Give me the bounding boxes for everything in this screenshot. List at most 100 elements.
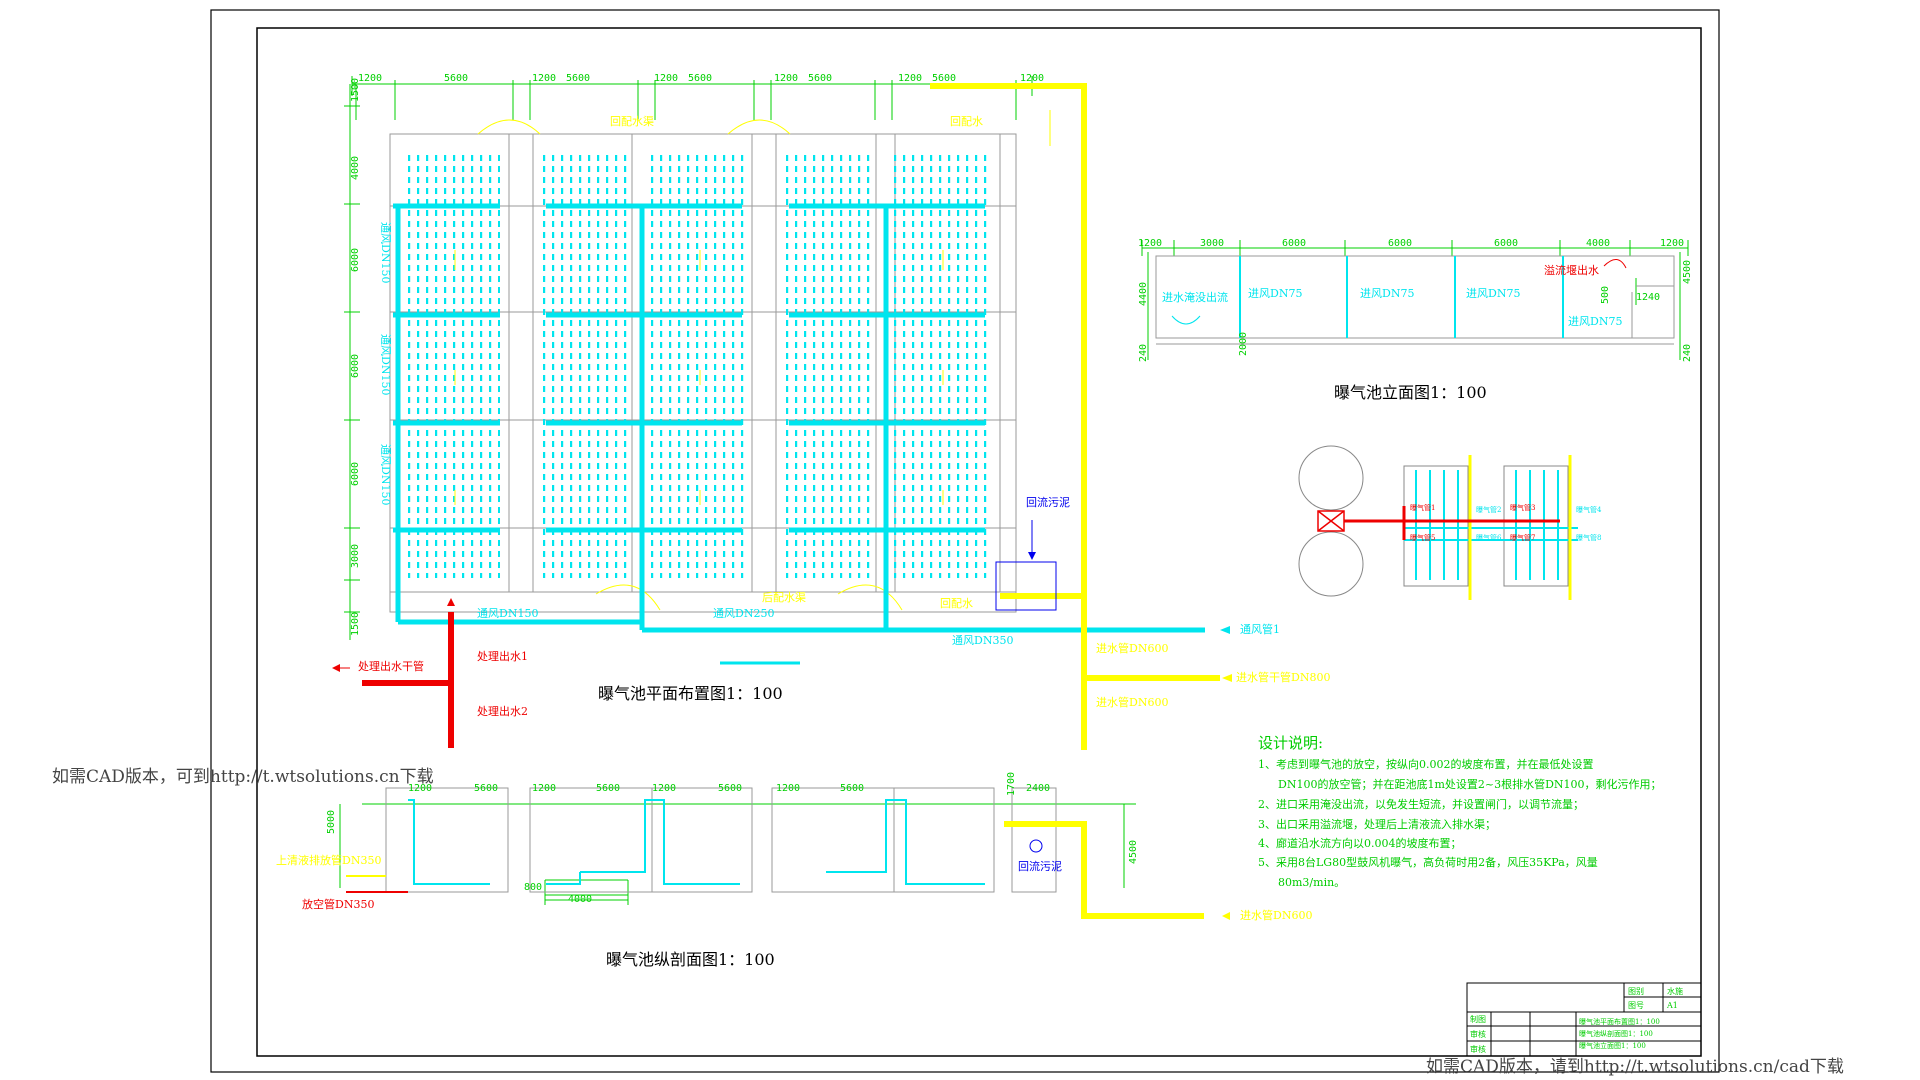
- tb-top-right-1-1: A1: [1666, 1001, 1678, 1010]
- tb-drawing-name-2: 曝气池立面图1：100: [1579, 1041, 1646, 1050]
- tb-top-right-1-0: 图号: [1628, 1001, 1644, 1010]
- blower-label-7: 曝气管8: [1576, 533, 1601, 542]
- water-pipes: [930, 83, 1220, 750]
- watermark-bottom: 如需CAD版本，请到http://t.wtsolutions.cn/cad下载: [1426, 1057, 1844, 1077]
- tb-row-left-2: 审核: [1470, 1044, 1486, 1054]
- section-dim-3: 5600: [596, 783, 620, 794]
- section-dim-1: 5600: [474, 783, 498, 794]
- elev-dim-5: 4000: [1586, 238, 1610, 249]
- plan-label-outlet-1: 处理出水1: [477, 649, 528, 663]
- notes-item-0: 1、考虑到曝气池的放空，按纵向0.002的坡度布置，并在最低处设置: [1258, 757, 1594, 771]
- elevation-title: 曝气池立面图1：100: [1334, 383, 1487, 402]
- plan-label-air-dn250: 通风DN250: [713, 607, 774, 620]
- plan-dim-top-4: 1200: [654, 73, 678, 84]
- elev-dim-0: 1200: [1138, 238, 1162, 249]
- tb-top-right-0-0: 图别: [1628, 987, 1644, 996]
- notes-title: 设计说明:: [1258, 734, 1323, 752]
- elev-label-air-2: 进风DN75: [1360, 287, 1414, 300]
- elevation-view: 1200 3000 6000 6000 6000 4000 1200 4400 …: [1138, 238, 1693, 402]
- plan-dim-top-3: 5600: [566, 73, 590, 84]
- plan-dim-top-8: 1200: [898, 73, 922, 84]
- tb-top-right-0-1: 水施: [1667, 986, 1683, 996]
- section-title: 曝气池纵剖面图1：100: [606, 950, 775, 969]
- plan-label-outlet-main: 处理出水干管: [358, 659, 424, 673]
- plan-title: 曝气池平面布置图1：100: [598, 684, 783, 703]
- outlet-pipes: [362, 612, 454, 748]
- plan-label-bottom-channel-2: 回配水: [940, 597, 973, 610]
- tb-drawing-name-0: 曝气池平面布置图1：100: [1579, 1017, 1660, 1026]
- elev-right-dim-0: 4500: [1682, 260, 1693, 284]
- section-dim-4: 1200: [652, 783, 676, 794]
- plan-dim-left-0: 1500: [350, 78, 361, 102]
- elev-label-inlet: 进水淹没出流: [1162, 290, 1228, 304]
- tb-drawing-name-1: 曝气池纵剖面图1：100: [1579, 1029, 1653, 1038]
- blower-label-4: 曝气管5: [1410, 533, 1435, 542]
- section-label-water-in: 进水管DN600: [1240, 908, 1312, 922]
- elev-dim-3: 6000: [1388, 238, 1412, 249]
- plan-dim-top-1: 5600: [444, 73, 468, 84]
- blower-label-2: 曝气管3: [1510, 503, 1535, 512]
- notes-item-5: 5、采用8台LG80型鼓风机曝气，高负荷时用2备，风压35KPa，风量: [1258, 855, 1598, 869]
- elev-right-dim-1: 240: [1682, 344, 1693, 362]
- return-sludge-box: [995, 561, 1057, 611]
- section-label-vent-pipe: 放空管DN350: [302, 897, 374, 911]
- plan-dim-top-7: 5600: [808, 73, 832, 84]
- title-block: 制图 审核 审核 图别 水施 图号 A1 曝气池平面布置图1：100 曝气池纵剖…: [1466, 982, 1702, 1057]
- section-dim-0: 1200: [408, 783, 432, 794]
- air-pipes: [393, 203, 1205, 665]
- section-view: 1200 5600 1200 5600 1200 5600 1200 5600 …: [276, 772, 1312, 969]
- elev-dim-2: 6000: [1282, 238, 1306, 249]
- plan-label-water-in-1: 进水管DN600: [1096, 641, 1168, 655]
- plan-dim-left-6: 1500: [350, 612, 361, 636]
- tb-row-left-1: 审核: [1470, 1029, 1486, 1039]
- plan-dim-top-10: 1200: [1020, 73, 1044, 84]
- elev-label-air-4: 进风DN75: [1568, 315, 1622, 328]
- plan-label-bottom-channel: 后配水渠: [762, 591, 806, 604]
- plan-dim-top-5: 5600: [688, 73, 712, 84]
- plan-label-top-channel-2: 回配水: [950, 115, 983, 128]
- notes-item-4: 4、廊道沿水流方向以0.004的坡度布置；: [1258, 836, 1462, 850]
- section-bottom-dim-0: 4000: [568, 894, 592, 905]
- section-left-dim: 5000: [326, 810, 337, 834]
- blower-label-5: 曝气管6: [1476, 533, 1502, 542]
- plan-label-top-channel-1: 回配水渠: [610, 115, 654, 128]
- section-dim-2: 1200: [532, 783, 556, 794]
- plan-label-branch-a: 通风DN150: [379, 222, 392, 283]
- elev-left-dim-1: 240: [1138, 344, 1149, 362]
- plan-dim-top-9: 5600: [932, 73, 956, 84]
- inner-border: [256, 27, 1702, 1057]
- section-dim-8: 1700: [1006, 772, 1017, 796]
- blower-detail: 曝气管1 曝气管2 曝气管3 曝气管4 曝气管5 曝气管6 曝气管7 曝气管8: [1298, 445, 1602, 600]
- plan-label-air-main: 通风管1: [1240, 622, 1280, 636]
- plan-dim-top-0: 1200: [358, 73, 382, 84]
- section-dim-6: 1200: [776, 783, 800, 794]
- plan-label-air-dn350: 通风DN350: [952, 634, 1013, 647]
- section-bottom-dim-1: 800: [524, 882, 542, 893]
- plan-dim-left-1: 4000: [350, 156, 361, 180]
- plan-dim-top-6: 1200: [774, 73, 798, 84]
- elev-dim-4: 6000: [1494, 238, 1518, 249]
- elev-dim-6: 1200: [1660, 238, 1684, 249]
- plan-dim-left-4: 6000: [350, 462, 361, 486]
- elev-label-air-3: 进风DN75: [1466, 287, 1520, 300]
- section-label-return-sludge: 回流污泥: [1018, 859, 1062, 873]
- section-label-upper-pipe: 上清液排放管DN350: [276, 853, 381, 867]
- section-dim-5: 5600: [718, 783, 742, 794]
- elev-label-overflow: 溢流堰出水: [1544, 263, 1599, 277]
- notes-item-2: 2、进口采用淹没出流，以免发生短流，并设置闸门，以调节流量；: [1258, 797, 1584, 811]
- plan-dim-left-2: 6000: [350, 248, 361, 272]
- notes-item-6: 80m3/min。: [1278, 876, 1345, 889]
- plan-label-water-in-2: 进水管DN600: [1096, 695, 1168, 709]
- blower-label-0: 曝气管1: [1410, 503, 1435, 512]
- plan-label-air-dn150: 通风DN150: [477, 607, 538, 620]
- plan-label-water-in-main: 进水管干管DN800: [1236, 670, 1330, 684]
- plan-view: 1200 5600 1200 5600 1200 5600 1200 5600 …: [332, 73, 1330, 750]
- blower-label-3: 曝气管4: [1576, 505, 1602, 514]
- notes-item-3: 3、出口采用溢流堰，处理后上清液流入排水渠；: [1258, 817, 1496, 831]
- blower-label-1: 曝气管2: [1476, 505, 1501, 514]
- elev-label-air-1: 进风DN75: [1248, 287, 1302, 300]
- section-right-dim: 4500: [1128, 840, 1139, 864]
- plan-dim-left-3: 6000: [350, 354, 361, 378]
- plan-dim-top-2: 1200: [532, 73, 556, 84]
